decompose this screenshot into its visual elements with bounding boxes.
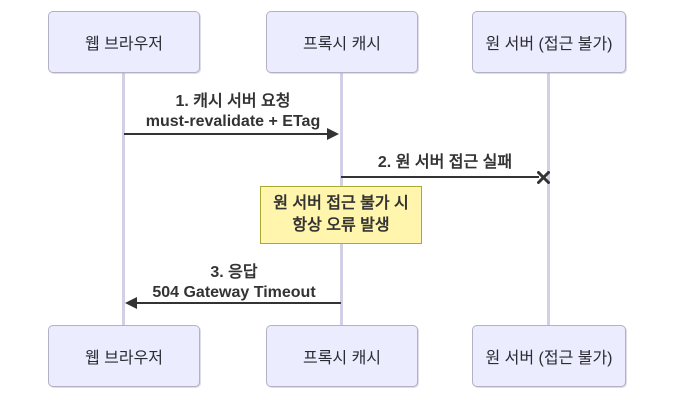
message-3-line [136, 302, 341, 304]
x-marker-icon [537, 171, 550, 184]
note-line-1: 원 서버 접근 불가 시 [273, 195, 409, 212]
note-line-2: 항상 오류 발생 [292, 217, 390, 234]
actor-box-proxy-cache-bottom: 프록시 캐시 [266, 325, 418, 387]
actor-box-origin-server-bottom: 원 서버 (접근 불가) [472, 325, 626, 387]
message-1-line [124, 133, 329, 135]
actor-label-proxy-cache-bottom: 프록시 캐시 [302, 350, 382, 367]
message-2-line [341, 176, 539, 178]
actor-box-web-browser-bottom: 웹 브라우저 [48, 325, 200, 387]
message-3-title: 3. 응답 [210, 264, 258, 281]
message-1-title: 1. 캐시 서버 요청 [175, 93, 291, 110]
arrowhead-left-icon [125, 297, 137, 309]
actor-box-proxy-cache-top: 프록시 캐시 [266, 11, 418, 73]
message-1-detail: must-revalidate + ETag [145, 113, 321, 130]
actor-box-web-browser-top: 웹 브라우저 [48, 11, 200, 73]
actor-label-origin-server-bottom: 원 서버 (접근 불가) [485, 350, 613, 367]
message-3-detail: 504 Gateway Timeout [152, 284, 316, 301]
message-2-title: 2. 원 서버 접근 실패 [377, 154, 513, 171]
actor-box-origin-server-top: 원 서버 (접근 불가) [472, 11, 626, 73]
message-3-label: 3. 응답 504 Gateway Timeout [126, 263, 342, 303]
arrowhead-right-icon [327, 128, 339, 140]
lifeline-web-browser [122, 73, 125, 325]
message-1-label: 1. 캐시 서버 요청 must-revalidate + ETag [124, 92, 342, 132]
note-box: 원 서버 접근 불가 시 항상 오류 발생 [260, 186, 422, 244]
message-2-label: 2. 원 서버 접근 실패 [342, 153, 548, 173]
actor-label-proxy-cache-top: 프록시 캐시 [302, 36, 382, 53]
actor-label-web-browser-top: 웹 브라우저 [84, 36, 164, 53]
actor-label-web-browser-bottom: 웹 브라우저 [84, 350, 164, 367]
actor-label-origin-server-top: 원 서버 (접근 불가) [485, 36, 613, 53]
lifeline-origin-server [547, 73, 550, 325]
